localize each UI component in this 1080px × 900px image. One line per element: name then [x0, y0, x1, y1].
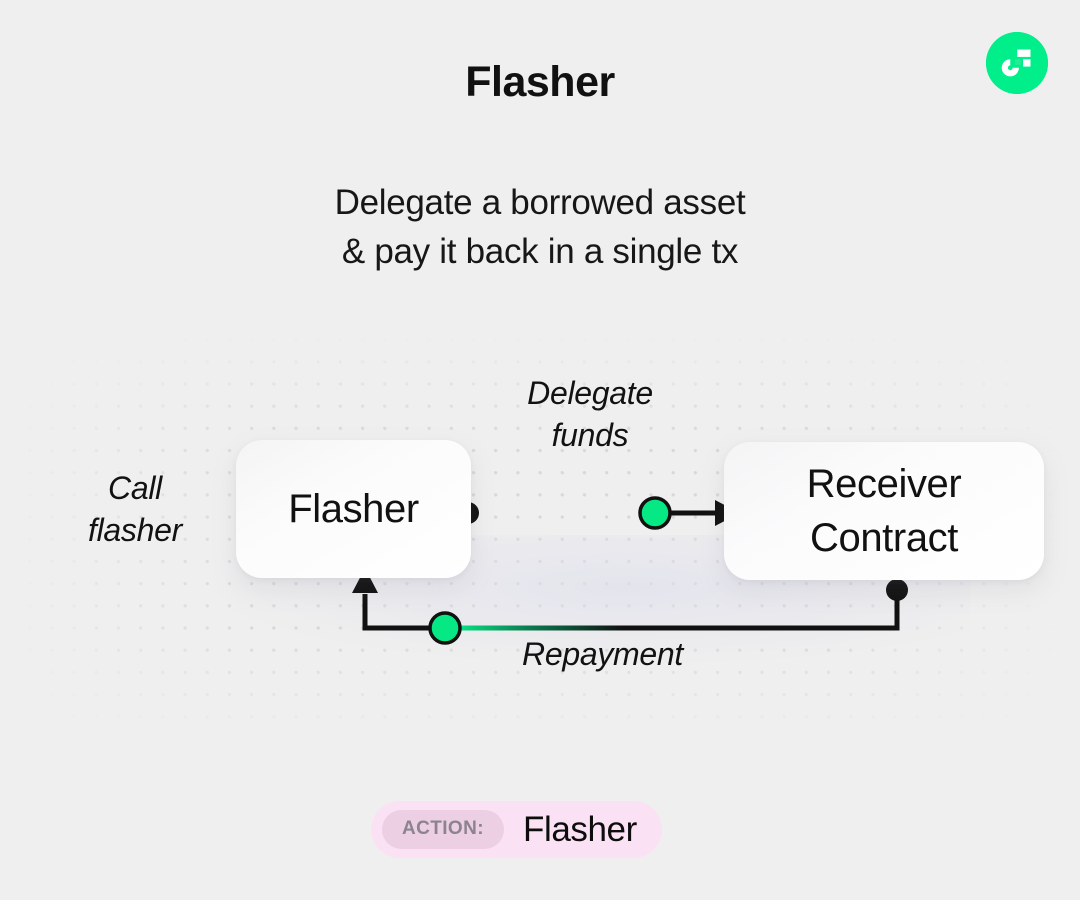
token-marker-delegate	[638, 496, 672, 530]
label-call-flasher-line-2: flasher	[88, 512, 182, 548]
flow-logo-icon	[986, 32, 1048, 94]
action-value-label: Flasher	[522, 809, 637, 849]
label-delegate-line-2: funds	[551, 417, 629, 453]
label-delegate-line-1: Delegate	[527, 375, 653, 411]
subtitle-line-1: Delegate a borrowed asset	[334, 183, 746, 222]
page-title: Flasher	[465, 58, 615, 106]
label-call-flasher-line-1: Call	[108, 470, 162, 506]
wire-delegate-funds	[457, 496, 740, 530]
action-badge-label: ACTION:	[382, 810, 504, 849]
wire-repayment	[352, 568, 908, 645]
subtitle-line-2: & pay it back in a single tx	[341, 232, 739, 271]
label-repayment: Repayment	[522, 636, 683, 672]
node-receiver-contract[interactable]: Receiver Contract	[724, 442, 1044, 580]
node-receiver-label-line-2: Contract	[810, 516, 958, 560]
label-delegate-funds: Delegate funds	[459, 372, 721, 456]
page-subtitle: Delegate a borrowed asset & pay it back …	[0, 178, 1080, 276]
wire-source-dot-receiver	[886, 579, 908, 601]
node-receiver-label-line-1: Receiver	[806, 462, 962, 506]
node-flasher-label: Flasher	[288, 487, 419, 531]
action-pill[interactable]: ACTION: Flasher	[371, 801, 662, 858]
arrowhead-to-flasher	[352, 568, 378, 593]
node-receiver-label: Receiver Contract	[807, 457, 962, 565]
flow-diagram: Flasher Receiver Contract Call flasher D…	[0, 330, 1080, 760]
token-marker-repayment	[428, 611, 462, 645]
label-call-flasher: Call flasher	[40, 467, 230, 551]
diagram-wires	[352, 496, 908, 645]
node-flasher[interactable]: Flasher	[236, 440, 471, 578]
